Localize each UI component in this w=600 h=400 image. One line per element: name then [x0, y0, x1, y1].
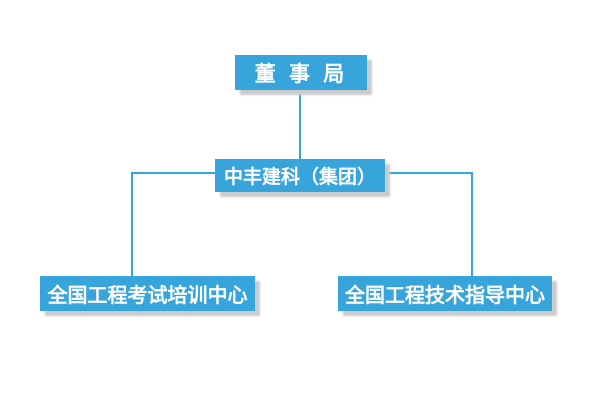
org-node-exam-training-center: 全国工程考试培训中心	[40, 276, 255, 311]
org-node-board: 董 事 局	[235, 55, 367, 90]
connector-group-to-exam-horizontal	[131, 172, 215, 174]
connector-group-to-tech-vertical	[471, 172, 473, 276]
connector-group-to-exam-vertical	[131, 172, 133, 276]
connector-group-to-tech-horizontal	[385, 172, 473, 174]
org-node-group: 中丰建科（集团）	[215, 159, 385, 192]
org-node-tech-guidance-center: 全国工程技术指导中心	[338, 276, 552, 311]
org-node-exam-training-center-label: 全国工程考试培训中心	[47, 283, 248, 307]
connector-board-to-group	[299, 89, 301, 159]
org-node-group-label: 中丰建科（集团）	[223, 166, 376, 188]
org-node-board-label: 董 事 局	[254, 61, 348, 86]
org-node-tech-guidance-center-label: 全国工程技术指导中心	[345, 283, 545, 307]
